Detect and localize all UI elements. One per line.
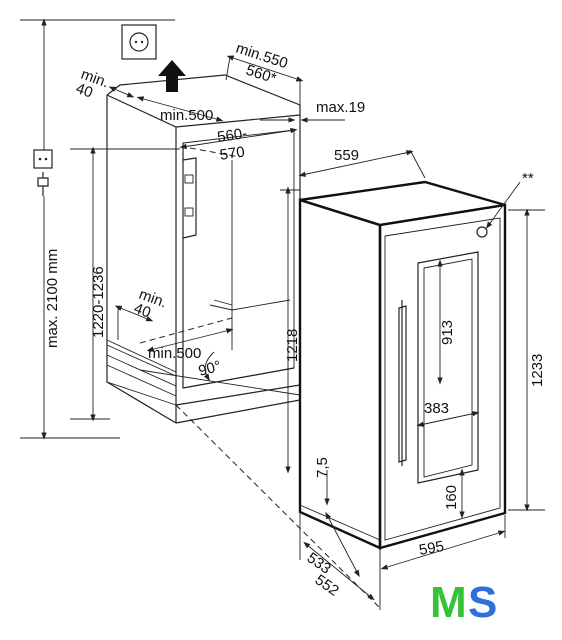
logo-text-m: M — [430, 578, 467, 627]
width-595-dimension: 595 — [380, 515, 506, 570]
plug-icon — [33, 149, 53, 196]
max-19-label: max.19 — [316, 99, 365, 116]
angle-label: 90° — [197, 358, 223, 380]
double-star-label: ** — [522, 170, 534, 187]
bottom-min-500-label: min.500 — [148, 345, 201, 362]
outlet-height-dimension: max. 2100 mm — [20, 18, 175, 440]
offset-7-5-dimension: 7,5 — [314, 457, 331, 506]
width-595-label: 595 — [418, 538, 446, 559]
ventilation-arrow-icon — [158, 60, 186, 92]
door-height-label: 913 — [439, 320, 456, 345]
bottom-min-40-label: min. 40 — [132, 286, 173, 327]
appliance-height-label: 1233 — [529, 354, 546, 387]
top-min-40-label: min. 40 — [74, 66, 115, 107]
width-559-label: 559 — [334, 147, 359, 164]
bottom-dimensions: min. 40 min.500 90° — [114, 286, 234, 382]
niche-width-label: 560- 570 — [216, 124, 255, 163]
ms-logo: M S — [430, 578, 497, 627]
width-559-dimension: 559 — [298, 147, 426, 198]
handle-offset-label: 160 — [443, 485, 460, 510]
wall-socket-icon — [121, 24, 157, 60]
offset-7-5-label: 7,5 — [314, 457, 331, 478]
wine-cooler — [298, 180, 507, 550]
niche-height-dimension: 1220-1236 — [70, 146, 180, 422]
floor-guide-line — [175, 404, 381, 609]
niche-height-label: 1220-1236 — [90, 266, 107, 338]
door-width-label: 383 — [424, 400, 449, 417]
inner-height-label: 1218 — [284, 329, 301, 362]
outlet-height-label: max. 2100 mm — [44, 249, 61, 348]
top-min-500-label: min.500 — [160, 107, 213, 124]
depth-552-label: 552 — [312, 571, 342, 599]
appliance-height-dimension: 1233 — [508, 208, 546, 512]
door-dimensions: 913 383 160 — [416, 259, 480, 519]
inner-height-dimension: 1218 — [280, 186, 301, 474]
top-dimensions: min. 40 min.500 min.550 560* max.19 560-… — [74, 40, 366, 164]
logo-text-s: S — [468, 578, 497, 627]
depth-dimensions: 533 552 — [299, 511, 381, 610]
